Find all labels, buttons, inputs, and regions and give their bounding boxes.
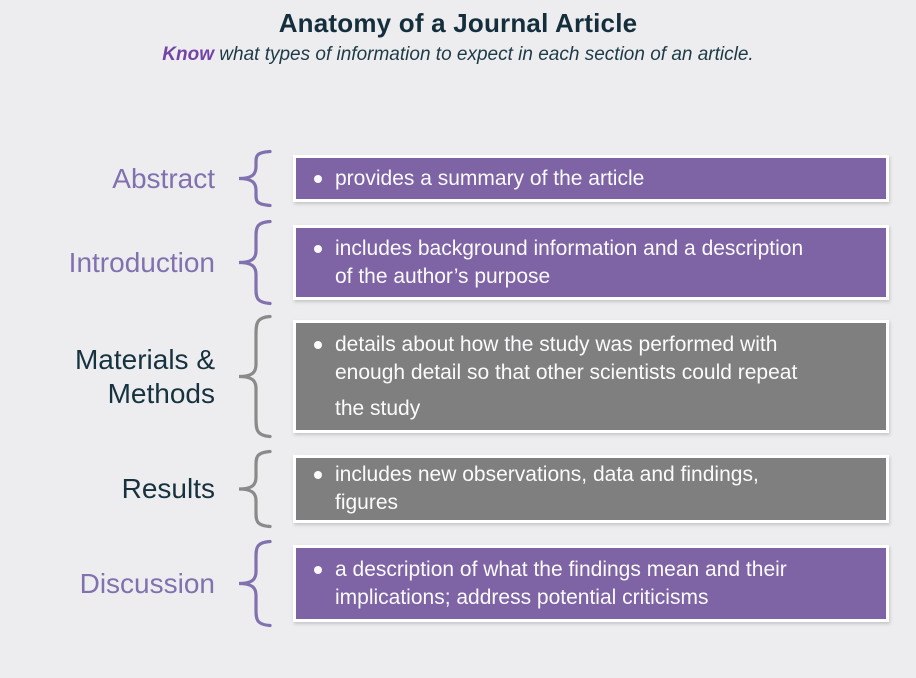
bullet-icon: [314, 174, 322, 183]
section-box-discussion: a description of what the findings mean …: [293, 545, 889, 622]
bullet-item: a description of what the findings mean …: [310, 556, 787, 612]
section-label-results: Results: [121, 473, 215, 504]
bullet-icon: [314, 471, 322, 479]
section-box-results: includes new observations, data and find…: [293, 455, 889, 523]
curly-brace-icon: [238, 539, 272, 628]
page-title: Anatomy of a Journal Article: [278, 8, 638, 38]
box-text: includes new observations, data and find…: [335, 461, 759, 517]
section-row-materials-methods: Materials & Methods details about how th…: [0, 314, 892, 439]
subtitle-text: what types of information to expect in e…: [214, 44, 754, 65]
section-label-materials-methods: Materials & Methods: [74, 343, 215, 409]
section-row-abstract: Abstract provides a summary of the artic…: [0, 149, 892, 208]
bullet-icon: [314, 340, 322, 349]
bullet-item: includes background information and a de…: [310, 235, 803, 291]
box-text-line: details about how the study was performe…: [335, 332, 778, 356]
section-box-materials-methods: details about how the study was performe…: [293, 320, 889, 433]
header: Anatomy of a Journal Article Know what t…: [0, 8, 916, 66]
section-label-introduction: Introduction: [68, 246, 215, 278]
curly-brace-icon: [238, 314, 272, 439]
curly-brace-icon: [215, 149, 293, 208]
curly-brace-icon: [238, 149, 272, 208]
bullet-item: includes new observations, data and find…: [310, 461, 759, 517]
box-text-line: includes background information and a de…: [335, 236, 804, 260]
bullet-item: details about how the study was performe…: [310, 331, 797, 423]
box-text-line: enough detail so that other scientists c…: [335, 360, 798, 384]
box-text: details about how the study was performe…: [335, 331, 797, 423]
section-label-discussion: Discussion: [79, 567, 215, 599]
curly-brace-icon: [215, 449, 293, 529]
section-label-abstract: Abstract: [112, 162, 215, 194]
section-row-discussion: Discussion a description of what the fin…: [0, 539, 892, 628]
bullet-icon: [314, 244, 322, 253]
box-text-line: the study: [335, 396, 421, 420]
box-text: provides a summary of the article: [335, 165, 644, 193]
box-text-line: a description of what the findings mean …: [335, 557, 787, 581]
subtitle-emphasis: Know: [162, 44, 215, 65]
bullet-item: provides a summary of the article: [310, 165, 644, 193]
box-text: a description of what the findings mean …: [335, 556, 787, 612]
curly-brace-icon: [238, 219, 272, 306]
curly-brace-icon: [215, 314, 293, 439]
box-text-line: includes new observations, data and find…: [335, 463, 759, 486]
page-subtitle: Know what types of information to expect…: [0, 44, 916, 66]
section-box-abstract: provides a summary of the article: [293, 155, 889, 202]
curly-brace-icon: [238, 449, 272, 529]
box-text: includes background information and a de…: [335, 235, 803, 291]
curly-brace-icon: [215, 539, 293, 628]
section-row-results: Results includes new observations, data …: [0, 449, 892, 529]
box-text-line: figures: [335, 491, 399, 514]
box-text-line: of the author’s purpose: [335, 264, 551, 288]
box-text-line: provides a summary of the article: [335, 166, 645, 190]
curly-brace-icon: [215, 219, 293, 306]
box-text-line: implications; address potential criticis…: [335, 585, 709, 609]
section-box-introduction: includes background information and a de…: [293, 225, 889, 300]
section-list: Abstract provides a summary of the artic…: [0, 149, 892, 628]
section-row-introduction: Introduction includes background informa…: [0, 219, 892, 306]
bullet-icon: [314, 565, 322, 574]
